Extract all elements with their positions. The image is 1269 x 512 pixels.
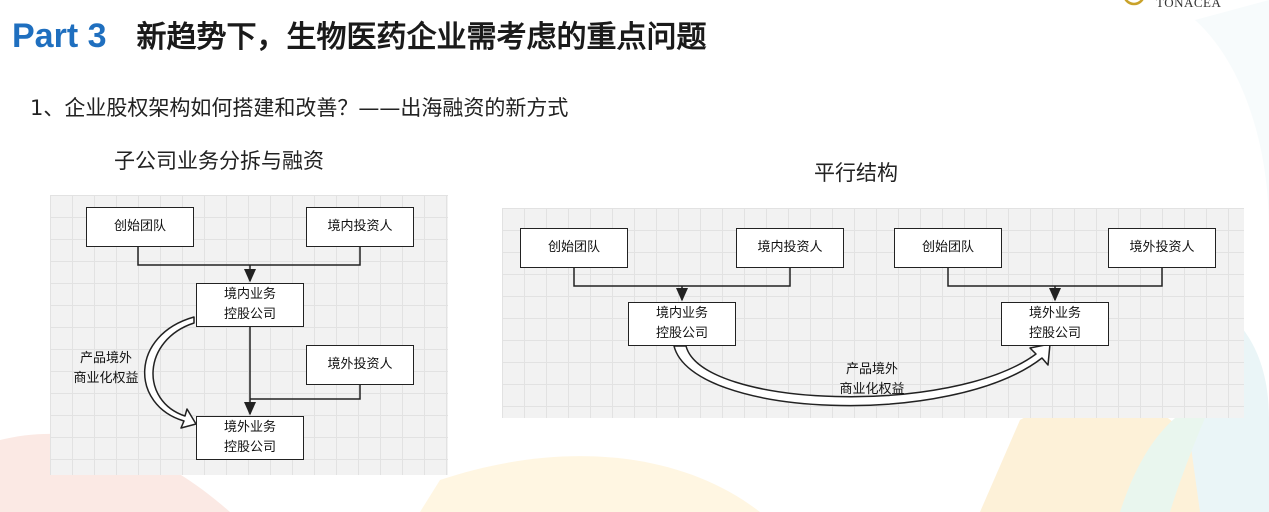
domestic-holding-box: 境内业务 控股公司 — [196, 283, 304, 327]
connector-founders-a — [573, 268, 682, 287]
overseas-holding-box: 境外业务 控股公司 — [196, 416, 304, 460]
left-diagram-connectors — [137, 247, 361, 429]
left-diagram: 创始团队 境内投资人 境内业务 控股公司 境外投资人 境外业务 控股公司 产品境… — [50, 195, 448, 475]
founders-b-box: 创始团队 — [894, 228, 1002, 268]
founders-a-box: 创始团队 — [520, 228, 628, 268]
commercial-rights-label: 产品境外 商业化权益 — [839, 362, 905, 397]
connector-overseas-investor — [1055, 268, 1163, 287]
overseas-investor-box: 境外投资人 — [306, 345, 414, 385]
connector-founders-to-domestic — [137, 247, 250, 266]
commercial-rights-curved-arrow — [144, 316, 197, 429]
right-diagram-title: 平行结构 — [814, 161, 898, 185]
founders-box: 创始团队 — [86, 207, 194, 247]
logo-text: TONACEA — [1156, 0, 1222, 10]
section-subtitle: 1、企业股权架构如何搭建和改善？——出海融资的新方式 — [30, 96, 569, 120]
part-number: Part 3 — [12, 17, 107, 55]
connector-overseas-investor — [250, 385, 361, 400]
domestic-investor-box: 境内投资人 — [736, 228, 844, 268]
company-logo — [1124, 0, 1144, 6]
page-title-text: 新趋势下，生物医药企业需考虑的重点问题 — [136, 20, 707, 55]
page-title: Part 3 新趋势下，生物医药企业需考虑的重点问题 — [12, 12, 707, 56]
right-diagram: 创始团队 境内投资人 创始团队 境外投资人 境内业务 控股公司 境外业务 控股公… — [502, 208, 1244, 418]
overseas-holding-box: 境外业务 控股公司 — [1001, 302, 1109, 346]
commercial-rights-label: 产品境外 商业化权益 — [73, 351, 139, 386]
domestic-investor-box: 境内投资人 — [306, 207, 414, 247]
domestic-holding-box: 境内业务 控股公司 — [628, 302, 736, 346]
left-diagram-title: 子公司业务分拆与融资 — [114, 149, 324, 173]
overseas-investor-box: 境外投资人 — [1108, 228, 1216, 268]
connector-founders-b — [947, 268, 1055, 287]
connector-investor-to-domestic — [250, 247, 361, 266]
connector-domestic-investor — [682, 268, 791, 287]
